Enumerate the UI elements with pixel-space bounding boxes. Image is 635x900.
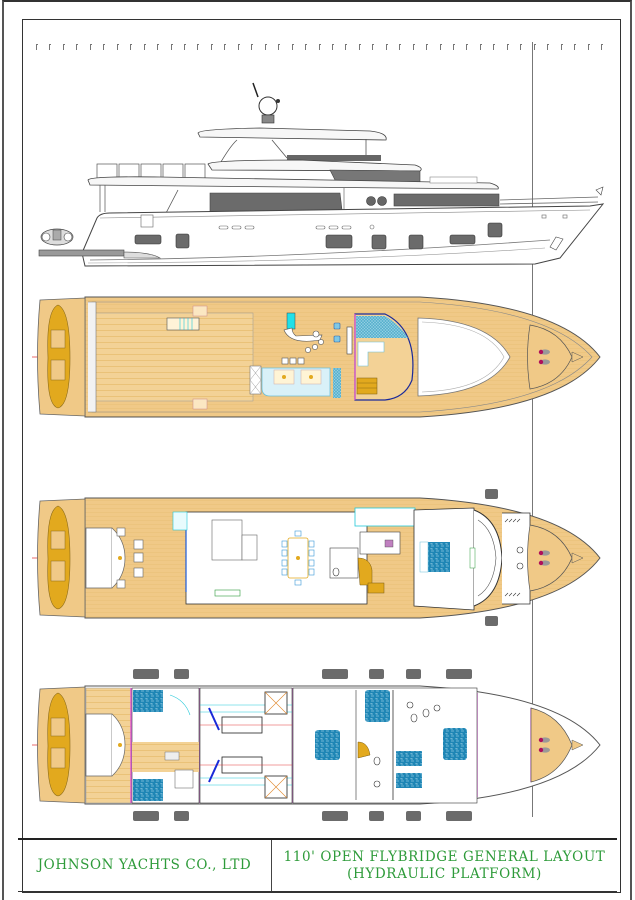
frame-tick: [49, 44, 52, 50]
side-profile-view: [38, 82, 605, 267]
frame-bottom-line: [18, 891, 617, 892]
bed-icon: [133, 690, 163, 712]
drawing-frame: [22, 19, 621, 893]
main-deck-plan: [32, 489, 601, 626]
stair: [166, 317, 200, 331]
frame-tick: [385, 44, 388, 50]
frame-tick: [453, 44, 456, 50]
spiral-stair: [357, 557, 373, 586]
frame-tick: [183, 44, 186, 50]
frame-tick: [197, 44, 200, 50]
tender-stern-icon: [40, 228, 74, 246]
anchor-pocket: [549, 236, 564, 251]
hull-portholes: [133, 669, 472, 821]
frame-tick: [372, 44, 375, 50]
frame-tick: [493, 44, 496, 50]
frame-station-ticks: [36, 44, 603, 52]
frame-tick: [520, 44, 523, 50]
jetski-icon: [538, 349, 550, 365]
frame-tick: [479, 44, 482, 50]
frame-tick: [130, 44, 133, 50]
frame-tick: [237, 44, 240, 50]
company-name: JOHNSON YACHTS CO., LTD: [37, 857, 252, 873]
frame-tick: [170, 44, 173, 50]
flybridge-deck-plan: [32, 296, 601, 418]
frame-tick: [533, 44, 536, 50]
spiral-stair: [357, 741, 371, 759]
drawing-title-line2: (HYDRAULIC PLATFORM): [347, 865, 542, 882]
frame-tick: [601, 44, 603, 50]
frame-tick: [345, 44, 348, 50]
frame-tick: [358, 44, 361, 50]
frame-tick: [143, 44, 146, 50]
jetski-icon: [538, 737, 550, 753]
tender-icon: [47, 692, 71, 797]
side-hatch: [485, 489, 498, 499]
bed-icon: [133, 779, 163, 801]
frame-tick: [466, 44, 469, 50]
tender-icon: [47, 505, 71, 610]
frame-tick: [224, 44, 227, 50]
frame-tick: [331, 44, 334, 50]
frame-tick: [318, 44, 321, 50]
bed-icon: [396, 751, 422, 766]
frame-tick: [210, 44, 213, 50]
tender-icon: [47, 304, 71, 409]
bed-icon: [315, 730, 340, 760]
frame-tick: [157, 44, 160, 50]
frame-tick: [116, 44, 119, 50]
frame-tick: [278, 44, 281, 50]
lower-deck-plan: [32, 669, 601, 821]
frame-tick: [439, 44, 442, 50]
frame-tick: [426, 44, 429, 50]
bed-icon: [428, 542, 450, 572]
bed-icon: [365, 690, 390, 722]
flybridge-railing: [96, 163, 206, 182]
frame-tick: [36, 44, 38, 50]
frame-tick: [560, 44, 563, 50]
drawing-title-line1: 110' OPEN FLYBRIDGE GENERAL LAYOUT: [283, 848, 606, 865]
vertical-reference-line: [532, 42, 533, 817]
bow-flag-icon: [595, 186, 604, 196]
frame-tick: [587, 44, 590, 50]
frame-tick: [291, 44, 294, 50]
company-cell: JOHNSON YACHTS CO., LTD: [18, 840, 272, 891]
frame-tick: [89, 44, 92, 50]
hull-portholes: [134, 222, 503, 250]
title-block: JOHNSON YACHTS CO., LTD 110' OPEN FLYBRI…: [18, 838, 617, 891]
frame-tick: [305, 44, 308, 50]
frame-tick: [103, 44, 106, 50]
hydraulic-platform: [38, 249, 125, 257]
jetski-icon: [538, 550, 550, 566]
bed-icon: [396, 773, 422, 788]
frame-tick: [412, 44, 415, 50]
frame-tick: [264, 44, 267, 50]
frame-tick: [251, 44, 254, 50]
frame-tick: [62, 44, 65, 50]
side-hatch: [485, 616, 498, 626]
bed-icon: [443, 728, 467, 760]
drawing-title-cell: 110' OPEN FLYBRIDGE GENERAL LAYOUT (HYDR…: [272, 840, 617, 891]
dining-table-icon: [281, 530, 315, 586]
frame-tick: [76, 44, 79, 50]
radar-dome-icon: [252, 82, 280, 124]
frame-tick: [399, 44, 402, 50]
frame-tick: [574, 44, 577, 50]
frame-tick: [506, 44, 509, 50]
frame-tick: [547, 44, 550, 50]
